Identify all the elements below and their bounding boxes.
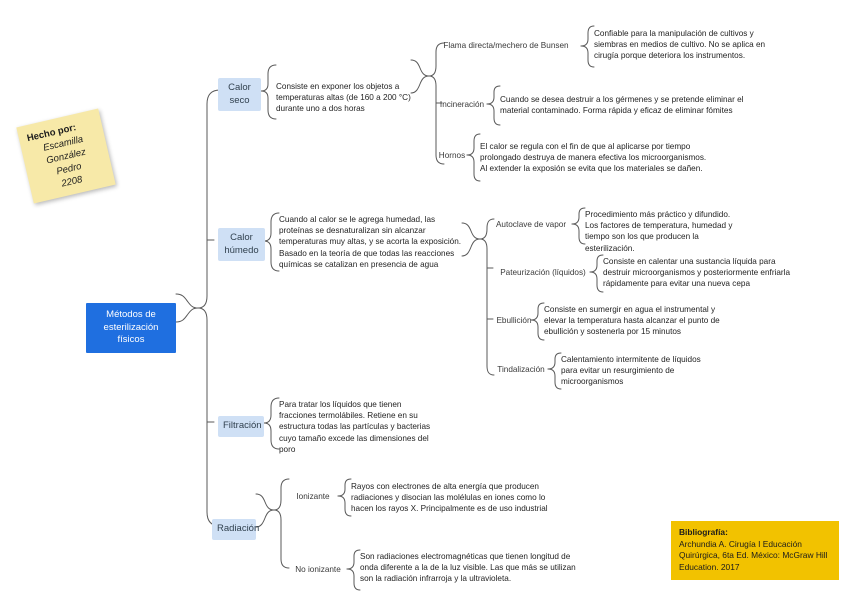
category-node-filtracion[interactable]: Filtración (218, 416, 264, 437)
root-node-label: Métodos de esterilización físicos (103, 309, 159, 345)
description-calor-seco: Consiste en exponer los objetos a temper… (276, 81, 412, 115)
sticky-note-author: Hecho por: Escamilla González Pedro 2208 (16, 108, 116, 204)
category-label-calor-seco: Calor seco (228, 82, 251, 106)
description-no-ionizante: Son radiaciones electromagnéticas que ti… (360, 551, 582, 585)
leaf-node-pateurizacion[interactable]: Pateurización (líquidos) (494, 267, 592, 278)
description-incineracion: Cuando se desea destruir a los gérmenes … (500, 94, 774, 116)
description-text: Confiable para la manipulación de cultiv… (594, 29, 766, 61)
description-tindalizacion: Calentamiento intermitente de líquidos p… (561, 354, 711, 388)
leaf-label-text: Pateurización (líquidos) (500, 268, 586, 277)
description-filtracion: Para tratar los líquidos que tienen frac… (279, 399, 435, 455)
description-calor-humedo: Cuando al calor se le agrega humedad, la… (279, 214, 463, 270)
leaf-label-text: No ionizante (295, 565, 341, 574)
category-label-radiacion: Radiación (217, 523, 260, 534)
description-pateurizacion: Consiste en calentar una sustancia líqui… (603, 256, 793, 290)
leaf-node-autoclave-de-vapor[interactable]: Autoclave de vapor (488, 219, 574, 230)
description-text: Rayos con electrones de alta energía que… (351, 482, 548, 514)
description-ebullicion: Consiste en sumergir en agua el instrume… (544, 304, 730, 338)
leaf-label-text: Ebullición (496, 316, 532, 325)
description-text: Cuando al calor se le agrega humedad, la… (279, 215, 462, 269)
description-text: Son radiaciones electromagnéticas que ti… (360, 552, 576, 584)
leaf-label-text: Hornos (438, 151, 466, 160)
description-autoclave-de-vapor: Procedimiento más práctico y difundido. … (585, 209, 745, 254)
bibliography-text: Archundia A. Cirugía I Educación Quirúrg… (679, 538, 828, 572)
leaf-node-hornos[interactable]: Hornos (436, 150, 468, 161)
description-text: Consiste en calentar una sustancia líqui… (603, 257, 791, 289)
bibliography-title: Bibliografía: (679, 527, 728, 537)
description-text: Para tratar los líquidos que tienen frac… (279, 400, 431, 454)
description-text: Procedimiento más práctico y difundido. … (585, 210, 733, 253)
leaf-label-text: Tindalización (497, 365, 545, 374)
description-text: Cuando se desea destruir a los gérmenes … (500, 95, 744, 116)
leaf-node-ebullicion[interactable]: Ebullición (494, 315, 534, 326)
leaf-node-flama-directa[interactable]: Flama directa/mechero de Bunsen (430, 40, 582, 51)
leaf-label-text: Autoclave de vapor (495, 220, 567, 229)
leaf-node-no-ionizante[interactable]: No ionizante (289, 564, 347, 575)
leaf-node-tindalizacion[interactable]: Tindalización (494, 364, 548, 375)
leaf-label-text: Ionizante (296, 492, 330, 501)
description-text: Calentamiento intermitente de líquidos p… (561, 355, 701, 387)
category-label-filtracion: Filtración (223, 420, 262, 431)
leaf-node-ionizante[interactable]: Ionizante (289, 491, 337, 502)
leaf-node-incineracion[interactable]: Incineración (436, 99, 488, 110)
leaf-label-text: Incineración (439, 100, 485, 109)
description-text: Consiste en exponer los objetos a temper… (276, 82, 411, 114)
root-node-metodos-esterilizacion-fisicos[interactable]: Métodos de esterilización físicos (86, 303, 176, 353)
leaf-label-text: Flama directa/mechero de Bunsen (443, 41, 569, 50)
description-text: El calor se regula con el fin de que al … (480, 142, 707, 174)
category-label-calor-humedo: Calor húmedo (224, 232, 259, 256)
category-node-calor-seco[interactable]: Calor seco (218, 78, 261, 111)
description-text: Consiste en sumergir en agua el instrume… (544, 305, 720, 337)
bibliography-box: Bibliografía: Archundia A. Cirugía I Edu… (671, 521, 839, 580)
description-ionizante: Rayos con electrones de alta energía que… (351, 481, 559, 515)
description-flama-directa: Confiable para la manipulación de cultiv… (594, 28, 770, 62)
description-hornos: El calor se regula con el fin de que al … (480, 141, 708, 175)
category-node-radiacion[interactable]: Radiación (212, 519, 260, 540)
category-node-calor-humedo[interactable]: Calor húmedo (218, 228, 265, 261)
